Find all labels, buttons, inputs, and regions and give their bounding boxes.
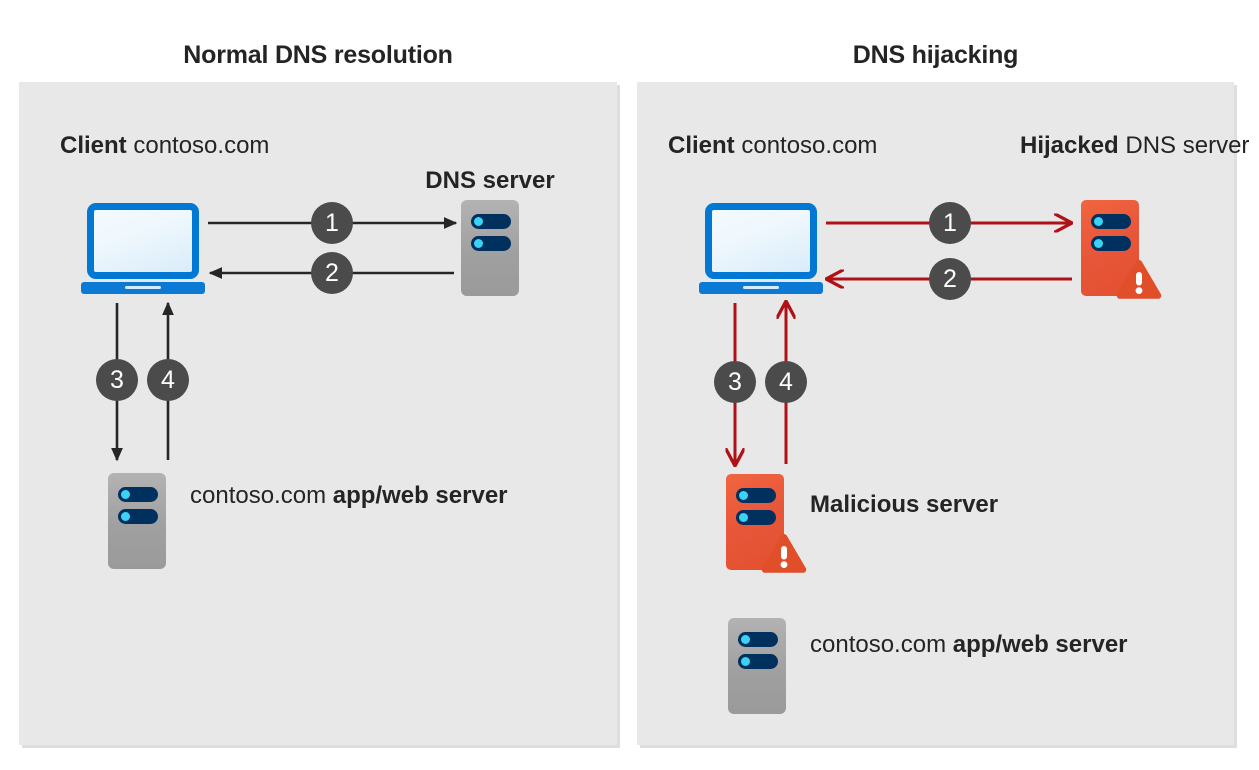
- server-led-1: [1094, 217, 1103, 226]
- server-slot-2: [471, 236, 511, 251]
- server-slot-2: [738, 654, 778, 669]
- panel-title-dns-hijacking: DNS hijacking: [852, 41, 1019, 69]
- server-slot-1: [118, 487, 158, 502]
- server-slot-2: [1091, 236, 1131, 251]
- server-led-2: [739, 513, 748, 522]
- server-slot-1: [1091, 214, 1131, 229]
- laptop-notch: [125, 285, 161, 289]
- left-step-badge-3: 3: [96, 359, 138, 401]
- left-client-laptop-icon: [81, 203, 205, 297]
- right-malicious-server-label: Malicious server: [810, 491, 998, 519]
- server-led-1: [739, 491, 748, 500]
- right-step-badge-1: 1: [929, 202, 971, 244]
- server-slot-1: [736, 488, 776, 503]
- right-malicious-server-icon: [726, 474, 807, 573]
- right-hijacked-dns-server-icon: [1081, 200, 1162, 299]
- panel-normal-dns-resolution: [19, 82, 617, 745]
- warning-triangle-icon: [761, 534, 807, 573]
- right-app-web-server-label: contoso.com app/web server: [810, 631, 1128, 659]
- left-step-badge-4: 4: [147, 359, 189, 401]
- server-slot-1: [471, 214, 511, 229]
- right-step-badge-4: 4: [765, 361, 807, 403]
- right-app-web-server-icon: [728, 618, 786, 714]
- right-hijacked-dns-server-subtitle: DNS server: [1125, 132, 1250, 159]
- laptop-notch: [743, 285, 779, 289]
- server-led-1: [474, 217, 483, 226]
- server-led-2: [474, 239, 483, 248]
- right-app-web-server-line1: contoso.com: [810, 631, 947, 658]
- server-led-1: [741, 635, 750, 644]
- right-step-badge-3: 3: [714, 361, 756, 403]
- left-client-subtitle: contoso.com: [133, 132, 270, 159]
- left-app-web-server-line2: app/web server: [332, 482, 508, 509]
- left-step-badge-1: 1: [311, 202, 353, 244]
- left-app-web-server-label: contoso.com app/web server: [190, 482, 508, 510]
- server-slot-2: [118, 509, 158, 524]
- right-malicious-server-text: Malicious server: [810, 491, 999, 518]
- left-app-web-server-line1: contoso.com: [190, 482, 327, 509]
- left-app-web-server-icon: [108, 473, 166, 569]
- server-led-2: [741, 657, 750, 666]
- server-led-2: [121, 512, 130, 521]
- server-slot-1: [738, 632, 778, 647]
- left-dns-server-icon: [461, 200, 519, 296]
- server-slot-2: [736, 510, 776, 525]
- left-dns-server-title: DNS server: [425, 167, 555, 194]
- server-led-2: [1094, 239, 1103, 248]
- right-client-label: Client contoso.com: [668, 132, 877, 160]
- left-step-badge-2: 2: [311, 252, 353, 294]
- laptop-lid: [87, 203, 199, 279]
- server-led-1: [121, 490, 130, 499]
- panel-title-normal-dns-resolution: Normal DNS resolution: [183, 41, 453, 69]
- warning-triangle-icon: [1116, 260, 1162, 299]
- right-hijacked-dns-server-label: Hijacked DNS server: [1020, 132, 1249, 160]
- left-dns-server-label: DNS server: [400, 167, 580, 195]
- left-client-label: Client contoso.com: [60, 132, 269, 160]
- right-step-badge-2: 2: [929, 258, 971, 300]
- right-client-subtitle: contoso.com: [741, 132, 878, 159]
- left-client-title: Client: [60, 132, 127, 159]
- laptop-lid: [705, 203, 817, 279]
- right-hijacked-dns-server-title: Hijacked: [1020, 132, 1119, 159]
- right-client-title: Client: [668, 132, 735, 159]
- right-app-web-server-line2: app/web server: [952, 631, 1128, 658]
- right-client-laptop-icon: [699, 203, 823, 297]
